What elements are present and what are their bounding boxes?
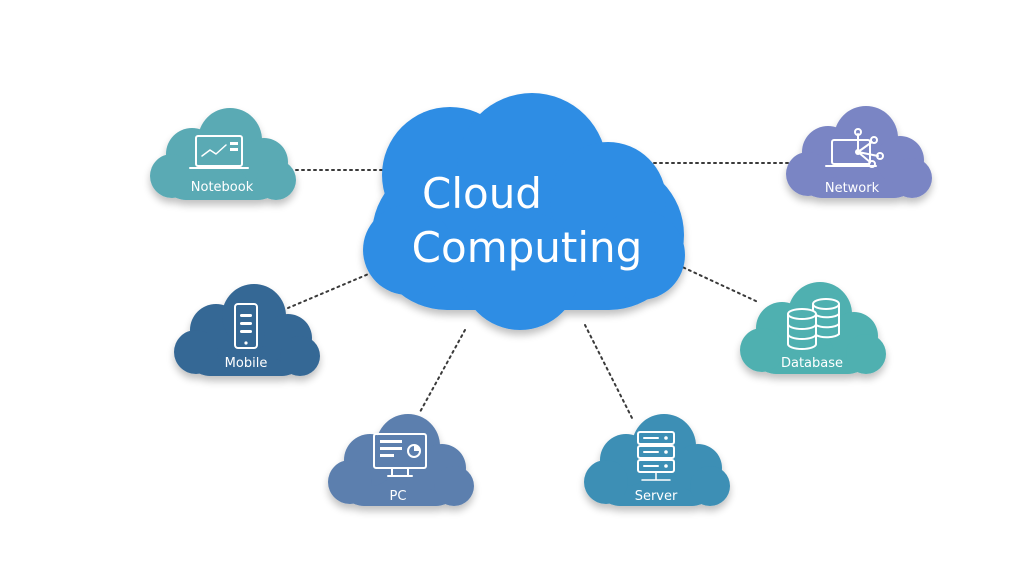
connector-mobile: [287, 269, 379, 309]
node-pc[interactable]: PC: [328, 414, 474, 506]
node-network[interactable]: Network: [786, 106, 932, 198]
monitor-icon: [373, 433, 427, 477]
center-title-line1: Cloud: [422, 169, 542, 218]
laptop-icon: [189, 135, 249, 169]
center-title-line2: Computing: [412, 223, 643, 272]
smartphone-icon: [234, 303, 258, 349]
server-rack-icon: [637, 431, 675, 481]
center-cloud-shape: [363, 93, 685, 330]
node-database[interactable]: Database: [740, 282, 886, 374]
node-server[interactable]: Server: [584, 414, 730, 506]
network-laptop-icon: [825, 128, 884, 168]
network-label: Network: [825, 181, 880, 196]
pc-label: PC: [390, 489, 407, 504]
database-icon: [787, 298, 840, 350]
node-notebook[interactable]: Notebook: [150, 108, 296, 200]
notebook-label: Notebook: [191, 180, 254, 195]
connector-pc: [419, 329, 466, 413]
database-label: Database: [781, 356, 843, 371]
server-label: Server: [635, 489, 678, 504]
mobile-label: Mobile: [225, 356, 268, 371]
node-mobile[interactable]: Mobile: [174, 284, 320, 376]
connector-database: [677, 264, 759, 303]
connector-server: [584, 324, 633, 419]
center-cloud: Cloud Computing: [363, 93, 685, 330]
